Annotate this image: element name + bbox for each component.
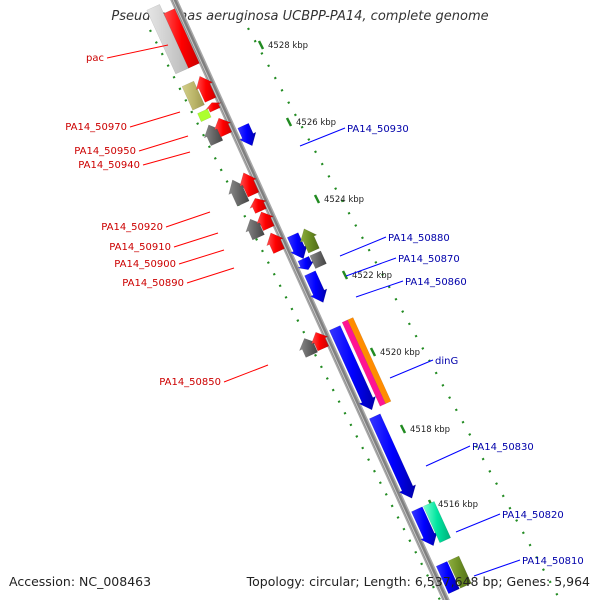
leader-line-right <box>389 359 434 379</box>
tick-major <box>285 117 293 127</box>
kbp-label: 4522 kbp <box>352 271 392 281</box>
gene-pa14-50890 <box>266 232 285 254</box>
gene-pa14-50820 <box>411 506 438 547</box>
gene-label-right: PA14_50830 <box>472 442 534 453</box>
gene-pa14-50930 <box>237 122 257 147</box>
gene-label-left: pac <box>86 53 104 64</box>
gene-khaki <box>181 80 205 111</box>
map-title: Pseudomonas aeruginosa UCBPP-PA14, compl… <box>111 9 489 24</box>
tick-major <box>257 40 265 50</box>
leader-line-left <box>106 44 169 59</box>
leader-line-left <box>173 232 219 248</box>
gene-label-right: dinG <box>435 356 458 367</box>
gene-blue-long <box>328 325 376 411</box>
gene-labels: pacPA14_50970PA14_50950PA14_50940PA14_50… <box>65 44 584 577</box>
leader-line-right <box>355 280 404 298</box>
leader-line-left <box>178 249 225 265</box>
gene-pa14-50880 <box>286 232 308 260</box>
accession-text: Accession: NC_008463 <box>9 574 152 589</box>
gene-pa14-50830 <box>368 413 417 499</box>
leader-line-left <box>142 151 191 166</box>
leader-line-left <box>223 364 269 383</box>
gene-label-right: PA14_50930 <box>347 124 409 135</box>
gene-label-left: PA14_50910 <box>109 242 171 253</box>
gene-pa14-50970 <box>195 75 217 103</box>
leader-line-right <box>425 445 471 467</box>
gene-label-left: PA14_50970 <box>65 122 127 133</box>
leader-line-left <box>129 111 181 128</box>
gene-pa14-50900 <box>245 218 265 241</box>
gene-red-850 <box>310 331 330 352</box>
gene-pa14-50910 <box>249 198 267 214</box>
tick-major <box>399 424 407 434</box>
tick-major <box>341 270 349 280</box>
kbp-label: 4528 kbp <box>268 41 308 51</box>
gene-pa14-50870 <box>296 255 315 270</box>
gene-label-right: PA14_50870 <box>398 254 460 265</box>
gene-pa14-50940 <box>213 117 233 138</box>
genome-backbone <box>170 0 450 600</box>
leader-line-left <box>138 135 189 152</box>
gene-label-left: PA14_50900 <box>114 259 176 270</box>
gene-label-left: PA14_50850 <box>159 377 221 388</box>
genome-summary-text: Topology: circular; Length: 6,537,648 bp… <box>246 574 590 589</box>
kbp-label: 4520 kbp <box>380 348 420 358</box>
tick-major <box>313 194 321 204</box>
kbp-label: 4526 kbp <box>296 118 336 128</box>
gene-label-left: PA14_50890 <box>122 278 184 289</box>
gene-blue-860 <box>304 270 328 303</box>
leader-line-left <box>165 211 211 228</box>
gene-label-left: PA14_50950 <box>74 146 136 157</box>
gene-lime <box>197 108 212 123</box>
gene-label-left: PA14_50920 <box>101 222 163 233</box>
gene-red-900 <box>256 211 275 232</box>
gene-red-920 <box>239 172 260 198</box>
gene-features <box>146 4 472 595</box>
gene-red-small <box>205 102 222 113</box>
kbp-label: 4524 kbp <box>324 195 364 205</box>
gene-label-right: PA14_50820 <box>502 510 564 521</box>
gene-label-right: PA14_50880 <box>388 233 450 244</box>
leader-line-right <box>345 257 397 277</box>
leader-line-right <box>455 513 501 533</box>
leader-line-right <box>339 236 387 257</box>
gene-olive <box>299 228 320 254</box>
kbp-labels: 4528 kbp 4526 kbp 4524 kbp 4522 kbp 4520 kbp… <box>268 41 478 510</box>
gene-dinG <box>347 317 392 405</box>
leader-line-right <box>299 127 346 147</box>
gene-pac <box>163 8 200 69</box>
gene-teal <box>422 501 452 544</box>
gene-label-left: PA14_50940 <box>78 160 140 171</box>
gene-label-right: PA14_50810 <box>522 556 584 567</box>
backbone-line <box>171 0 449 600</box>
tick-major <box>369 347 377 357</box>
gene-label-right: PA14_50860 <box>405 277 467 288</box>
backbone-highlight <box>172 0 446 600</box>
gene-pa14-50860 <box>309 250 327 269</box>
kbp-label: 4516 kbp <box>438 500 478 510</box>
gene-pa14-50810 <box>435 561 460 595</box>
leader-line-left <box>186 267 235 284</box>
leader-line-right <box>473 559 521 577</box>
kbp-label: 4518 kbp <box>410 425 450 435</box>
gene-olive-bottom <box>447 555 472 589</box>
